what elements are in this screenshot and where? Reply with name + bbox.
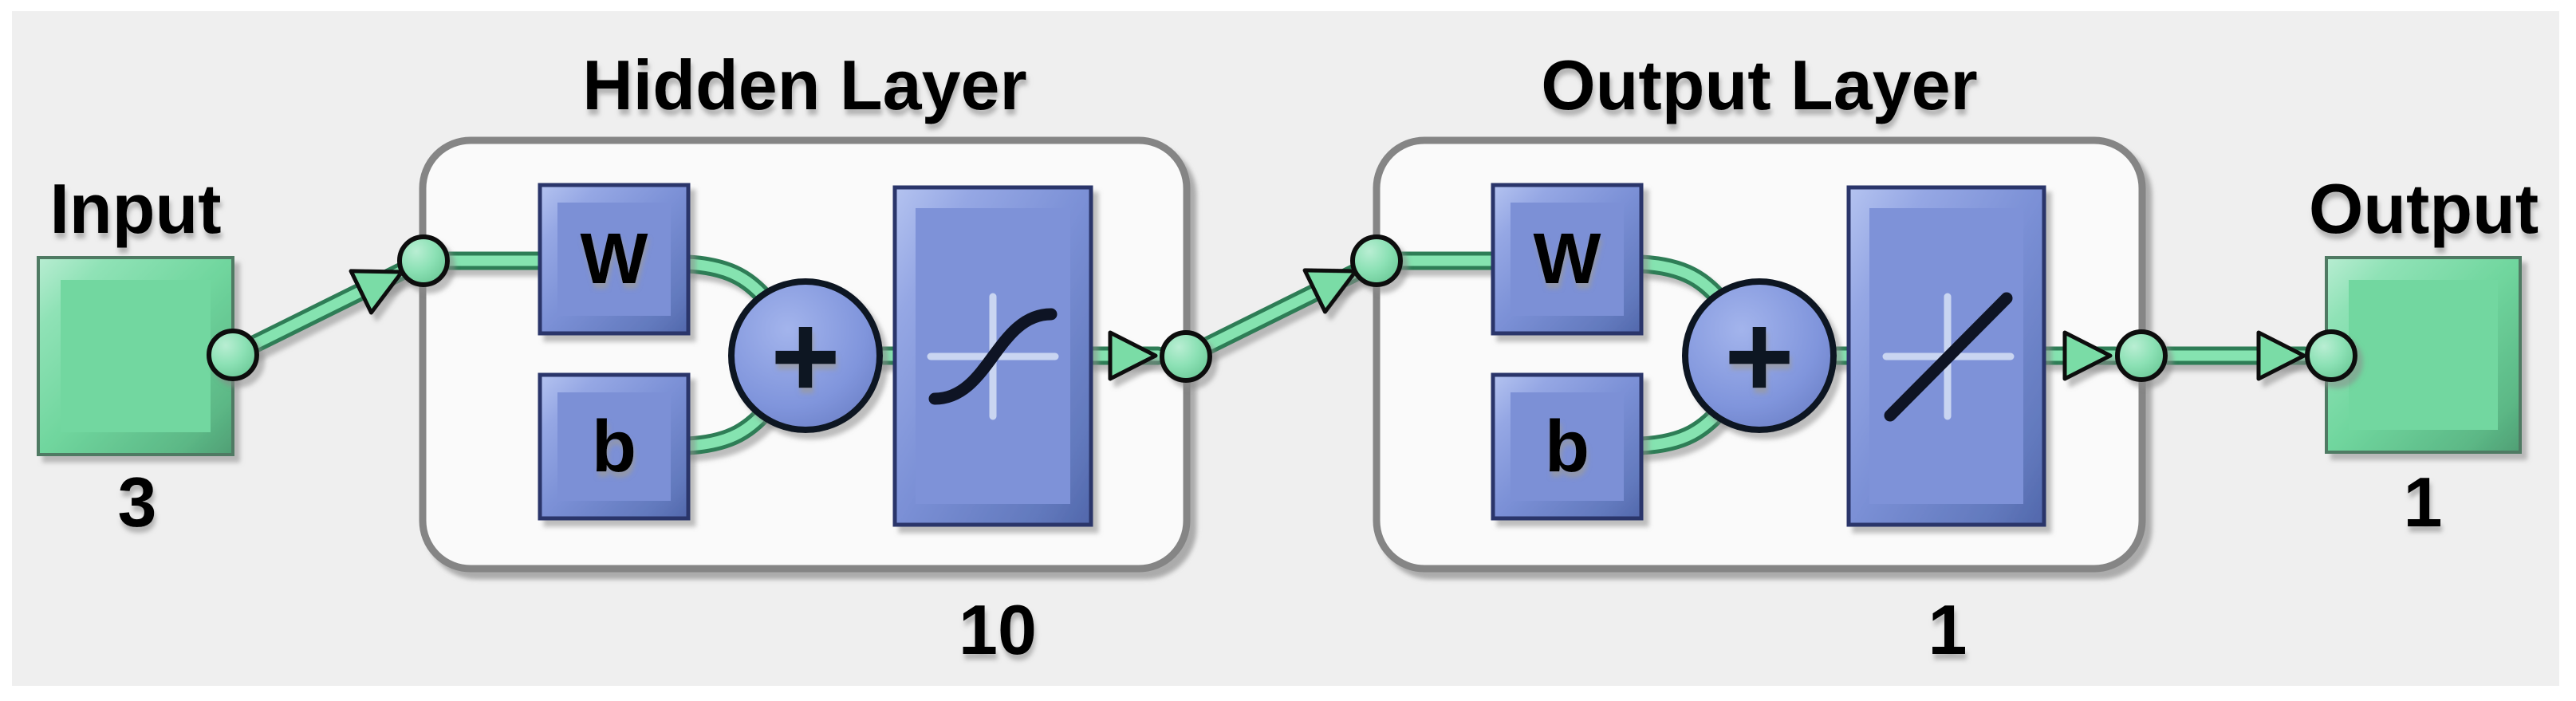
input-label: Input [49,169,221,248]
output-layer-input-port-icon [1350,234,1403,287]
output-sum-node [1682,278,1837,433]
final-output-arrowhead-icon [2256,330,2306,381]
hidden-sum-plus-label: + [770,289,841,423]
output-layer-output-port-icon [2115,329,2168,382]
layer-connection-arrowhead-icon [1302,268,1358,314]
hidden-layer-title: Hidden Layer [582,45,1026,124]
arrowheads [349,268,2306,381]
hidden-layer-size-label: 10 [959,590,1037,669]
output-bias-label: b [1545,406,1589,487]
hidden-layer-input-port-icon [397,234,450,287]
purelin-linear-icon [1882,292,2015,422]
output-layer-size-label: 1 [1928,590,1967,669]
hidden-transfer-arrowhead-icon [1108,330,1158,381]
hidden-bias-block [538,372,691,521]
output-weight-label: W [1534,219,1601,299]
hidden-weight-label: W [581,219,648,299]
output-block [2325,256,2522,454]
input-size-label: 3 [118,463,157,542]
tansig-sigmoid-icon [927,293,1059,420]
output-size-label: 1 [2404,463,2443,542]
input-arrowhead-icon [349,269,404,315]
output-weight-block [1491,183,1644,336]
output-transfer-arrowhead-icon [2062,330,2113,381]
hidden-layer-output-port-icon [1160,330,1212,383]
output-bias-block [1491,372,1644,521]
hidden-sum-node [728,278,883,433]
input-port-icon [207,329,259,381]
port-circles [207,234,2357,383]
hidden-weight-block [538,183,691,336]
output-layer-title: Output Layer [1541,45,1978,124]
output-sum-plus-label: + [1724,289,1794,423]
output-port-icon [2305,329,2357,382]
hidden-bias-label: b [592,406,636,487]
output-label: Output [2309,169,2539,248]
input-block [37,256,234,456]
